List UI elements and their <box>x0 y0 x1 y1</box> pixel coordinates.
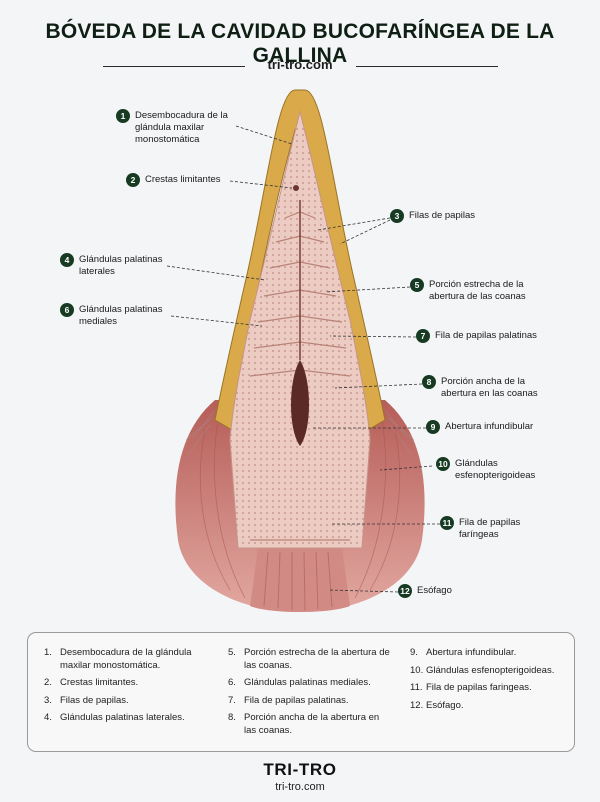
callout-11: 11 Fila de papilas faríngeas <box>440 516 521 541</box>
legend-item-text: Fila de papilas faringeas. <box>426 682 532 693</box>
callout-label: Filas de papilas <box>409 210 476 221</box>
callout-8: 8 Porción ancha de la abertura en las coa… <box>422 375 538 400</box>
callout-label: Porción estrecha de la abertura de las c… <box>429 279 526 302</box>
legend-item-number: 1. <box>44 647 52 658</box>
callout-number-badge: 11 <box>440 516 454 530</box>
callout-label: Glándulas esfenopterigoideas <box>455 458 536 481</box>
callout-label: Crestas limitantes <box>145 174 221 185</box>
callout-label: Glándulas palatinas laterales <box>79 254 163 277</box>
callout-10: 10 Glándulas esfenopterigoideas <box>436 457 536 482</box>
legend-item-text: Desembocadura de la glándula maxilar mon… <box>60 647 192 671</box>
esophagus-folds <box>263 551 333 611</box>
callout-number-badge: 5 <box>410 278 424 292</box>
legend-item-text: Glándulas palatinas mediales. <box>244 677 371 688</box>
legend-column-2: 5. Porción estrecha de la abertura de las… <box>228 647 393 742</box>
legend-box: 1. Desembocadura de la glándula maxilar m… <box>27 632 575 752</box>
legend-item: 1. Desembocadura de la glándula maxilar m… <box>44 647 222 672</box>
callout-number-badge: 2 <box>126 173 140 187</box>
brand-logo: TRI-TRO <box>263 760 337 779</box>
callout-label: Esófago <box>417 585 452 596</box>
callout-9: 9 Abertura infundibular <box>426 420 534 434</box>
leader-lines <box>166 125 440 593</box>
legend-item-number: 9. <box>410 647 418 658</box>
divider-left <box>103 66 245 67</box>
muscle-striations <box>199 419 401 599</box>
legend-item-number: 4. <box>44 712 52 723</box>
legend-item: 2. Crestas limitantes. <box>44 677 222 690</box>
legend-item: 4. Glándulas palatinas laterales. <box>44 712 222 725</box>
callout-number-badge: 3 <box>390 209 404 223</box>
legend-item: 9. Abertura infundibular. <box>410 647 570 660</box>
legend-item-text: Fila de papilas palatinas. <box>244 694 349 706</box>
legend-item-text: Esófago. <box>426 699 464 711</box>
legend-item-text: Crestas limitantes. <box>60 677 139 688</box>
callout-label: Fila de papilas faríngeas <box>459 517 521 540</box>
callout-number-badge: 6 <box>60 303 74 317</box>
callout-number-badge: 12 <box>398 584 412 598</box>
callout-number-badge: 7 <box>416 329 430 343</box>
divider-right <box>356 66 498 67</box>
legend-item-number: 10. <box>410 664 424 676</box>
legend-item-text: Glándulas esfenopterigoideas. <box>426 664 555 676</box>
legend-item-number: 6. <box>228 677 236 688</box>
feathers <box>185 409 415 456</box>
legend-column-3: 9.Abertura infundibular.10.Glándulas esf… <box>410 647 570 717</box>
legend-item-number: 8. <box>228 712 236 723</box>
callout-5: 5 Porción estrecha de la abertura de las … <box>410 278 526 303</box>
legend-item: 11.Fila de papilas faringeas. <box>410 682 570 695</box>
callout-6: 6 Glándulas palatinas mediales <box>60 303 163 328</box>
callout-7: 7 Fila de papilas palatinas <box>416 329 537 343</box>
callout-number-badge: 1 <box>116 109 130 123</box>
legend-item: 6. Glándulas palatinas mediales. <box>228 677 393 690</box>
site-line: tri-tro.com <box>0 56 600 76</box>
choanal-slit-wide <box>291 360 309 446</box>
legend-item: 7. Fila de papilas palatinas. <box>228 695 393 708</box>
legend-item: 3. Filas de papilas. <box>44 695 222 708</box>
callout-12: 12 Esófago <box>398 584 452 598</box>
callout-4: 4 Glándulas palatinas laterales <box>60 253 163 278</box>
callout-number-badge: 10 <box>436 457 450 471</box>
callout-number-badge: 4 <box>60 253 74 267</box>
legend-item-number: 2. <box>44 677 52 688</box>
legend-item: 5. Porción estrecha de la abertura de las… <box>228 647 393 672</box>
legend-item-text: Abertura infundibular. <box>426 647 517 658</box>
callout-number-badge: 9 <box>426 420 440 434</box>
brand-url: tri-tro.com <box>275 781 325 793</box>
site-url: tri-tro.com <box>267 57 333 72</box>
legend-item-number: 7. <box>228 694 236 706</box>
legend-item-number: 12. <box>410 699 424 711</box>
legend-item-number: 3. <box>44 694 52 706</box>
legend-item-text: Glándulas palatinas laterales. <box>60 712 185 723</box>
callout-number-badge: 8 <box>422 375 436 389</box>
callout-label: Porción ancha de la abertura en las coan… <box>441 376 538 399</box>
legend-column-1: 1. Desembocadura de la glándula maxilar m… <box>44 647 222 730</box>
callout-2: 2 Crestas limitantes <box>126 173 221 187</box>
legend-item-text: Filas de papilas. <box>60 694 129 706</box>
callout-label: Glándulas palatinas mediales <box>79 304 163 327</box>
legend-item: 12.Esófago. <box>410 700 570 713</box>
esophagus <box>250 548 350 612</box>
legend-item-number: 5. <box>228 647 236 658</box>
palate-illustration <box>166 89 440 612</box>
maxillary-gland-opening <box>293 185 299 191</box>
legend-item: 8. Porción ancha de la abertura en las co… <box>228 712 393 737</box>
callout-label: Fila de papilas palatinas <box>435 330 537 341</box>
callout-label: Abertura infundibular <box>445 421 534 432</box>
legend-item: 10.Glándulas esfenopterigoideas. <box>410 665 570 678</box>
page-title: BÓVEDA DE LA CAVIDAD BUCOFARÍNGEA DE LA … <box>45 20 555 67</box>
legend-item-text: Porción estrecha de la abertura de las c… <box>244 647 390 671</box>
callout-label: Desembocadura de la glándula maxilar mon… <box>135 110 228 145</box>
callout-1: 1 Desembocadura de la glándula maxilar mo… <box>116 109 228 146</box>
legend-item-number: 11. <box>410 682 423 693</box>
legend-item-text: Porción ancha de la abertura en las coan… <box>244 712 380 736</box>
callout-3: 3 Filas de papilas <box>390 209 476 223</box>
